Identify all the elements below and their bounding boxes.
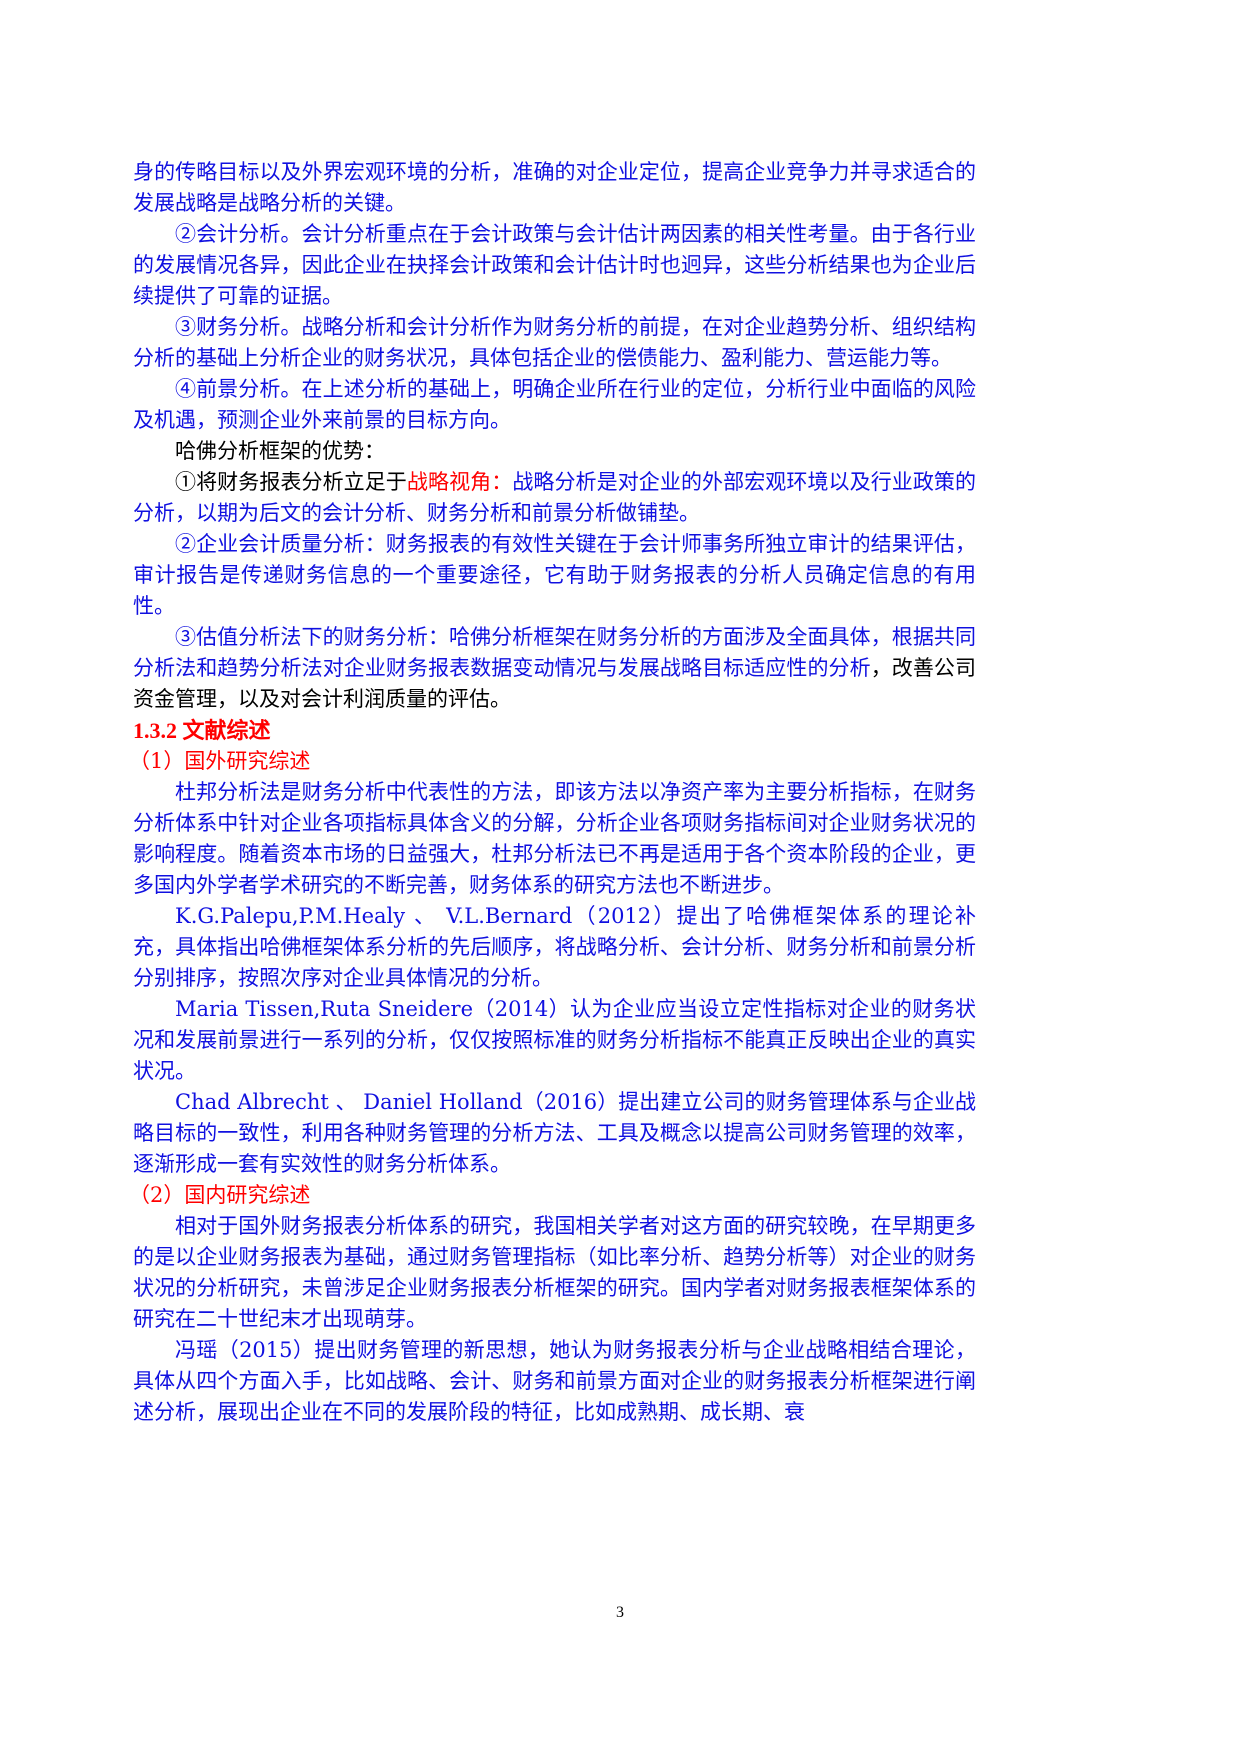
- advantages-title: 哈佛分析框架的优势：: [133, 436, 976, 467]
- text-run: ④前景分析。在上述分析的基础上，明确企业所在行业的定位，分析行业中面临的风险及机…: [133, 377, 976, 432]
- paragraph-foreign-1: 杜邦分析法是财务分析中代表性的方法，即该方法以净资产率为主要分析指标，在财务分析…: [133, 780, 976, 897]
- paragraph-advantage-2: ②企业会计质量分析：财务报表的有效性关键在于会计师事务所独立审计的结果评估，审计…: [133, 529, 976, 622]
- text-run: 战略分析是对企业的外部宏观环境以及行业政策的分析，以期为后文的会计分析、财务分析…: [133, 470, 977, 525]
- paragraph-prospect-analysis: ④前景分析。在上述分析的基础上，明确企业所在行业的定位，分析行业中面临的风险及机…: [133, 374, 976, 436]
- section-heading-literature-review: 1.3.2 文献综述: [133, 718, 271, 743]
- paragraph-financial-analysis: ③财务分析。战略分析和会计分析作为财务分析的前提，在对企业趋势分析、组织结构分析…: [133, 312, 976, 374]
- text-run: ②企业会计质量分析：财务报表的有效性关键在于会计师事务所独立审计的结果评估，审计…: [133, 532, 976, 618]
- text-run: ，改善公司资金管理，以及对会计利润质量的评估。: [133, 656, 977, 711]
- paragraph-strategy-continued: 身的传略目标以及外界宏观环境的分析，准确的对企业定位，提高企业竞争力并寻求适合的…: [133, 157, 976, 219]
- paragraph-advantage-1: ①将财务报表分析立足于战略视角：战略分析是对企业的外部宏观环境以及行业政策的分析…: [133, 467, 976, 529]
- text-run: ①将财务报表分析立足于: [175, 470, 407, 494]
- paragraph-foreign-4: Chad Albrecht 、 Daniel Holland（2016）提出建立…: [133, 1090, 976, 1176]
- text-run: 身的传略目标以及外界宏观环境的分析，准确的对企业定位，提高企业竞争力并寻求适合的…: [133, 160, 976, 215]
- text-run: ③财务分析。战略分析和会计分析作为财务分析的前提，在对企业趋势分析、组织结构分析…: [133, 315, 976, 370]
- paragraph-domestic-2: 冯瑶（2015）提出财务管理的新思想，她认为财务报表分析与企业战略相结合理论，具…: [133, 1338, 976, 1424]
- paragraph-accounting-analysis: ②会计分析。会计分析重点在于会计政策与会计估计两因素的相关性考量。由于各行业的发…: [133, 219, 976, 312]
- subheading-domestic-research: （2）国内研究综述: [129, 1183, 311, 1207]
- paragraph-foreign-2: K.G.Palepu,P.M.Healy 、 V.L.Bernard（2012）…: [133, 904, 976, 990]
- paragraph-foreign-3: Maria Tissen,Ruta Sneidere（2014）认为企业应当设立…: [133, 997, 976, 1083]
- page-number: 3: [616, 1604, 624, 1621]
- document-page: 身的传略目标以及外界宏观环境的分析，准确的对企业定位，提高企业竞争力并寻求适合的…: [129, 157, 976, 1428]
- highlight-strategic-perspective: 战略视角：: [406, 470, 513, 494]
- text-run: ②会计分析。会计分析重点在于会计政策与会计估计两因素的相关性考量。由于各行业的发…: [133, 222, 976, 308]
- subheading-foreign-research: （1）国外研究综述: [129, 749, 311, 773]
- paragraph-domestic-1: 相对于国外财务报表分析体系的研究，我国相关学者对这方面的研究较晚，在早期更多的是…: [133, 1214, 976, 1331]
- paragraph-advantage-3: ③估值分析法下的财务分析：哈佛分析框架在财务分析的方面涉及全面具体，根据共同分析…: [133, 622, 976, 715]
- text-run: 哈佛分析框架的优势：: [175, 439, 385, 463]
- text-run: ③估值分析法下的财务分析：哈佛分析框架在财务分析的方面涉及全面具体，根据共同分析…: [133, 625, 976, 680]
